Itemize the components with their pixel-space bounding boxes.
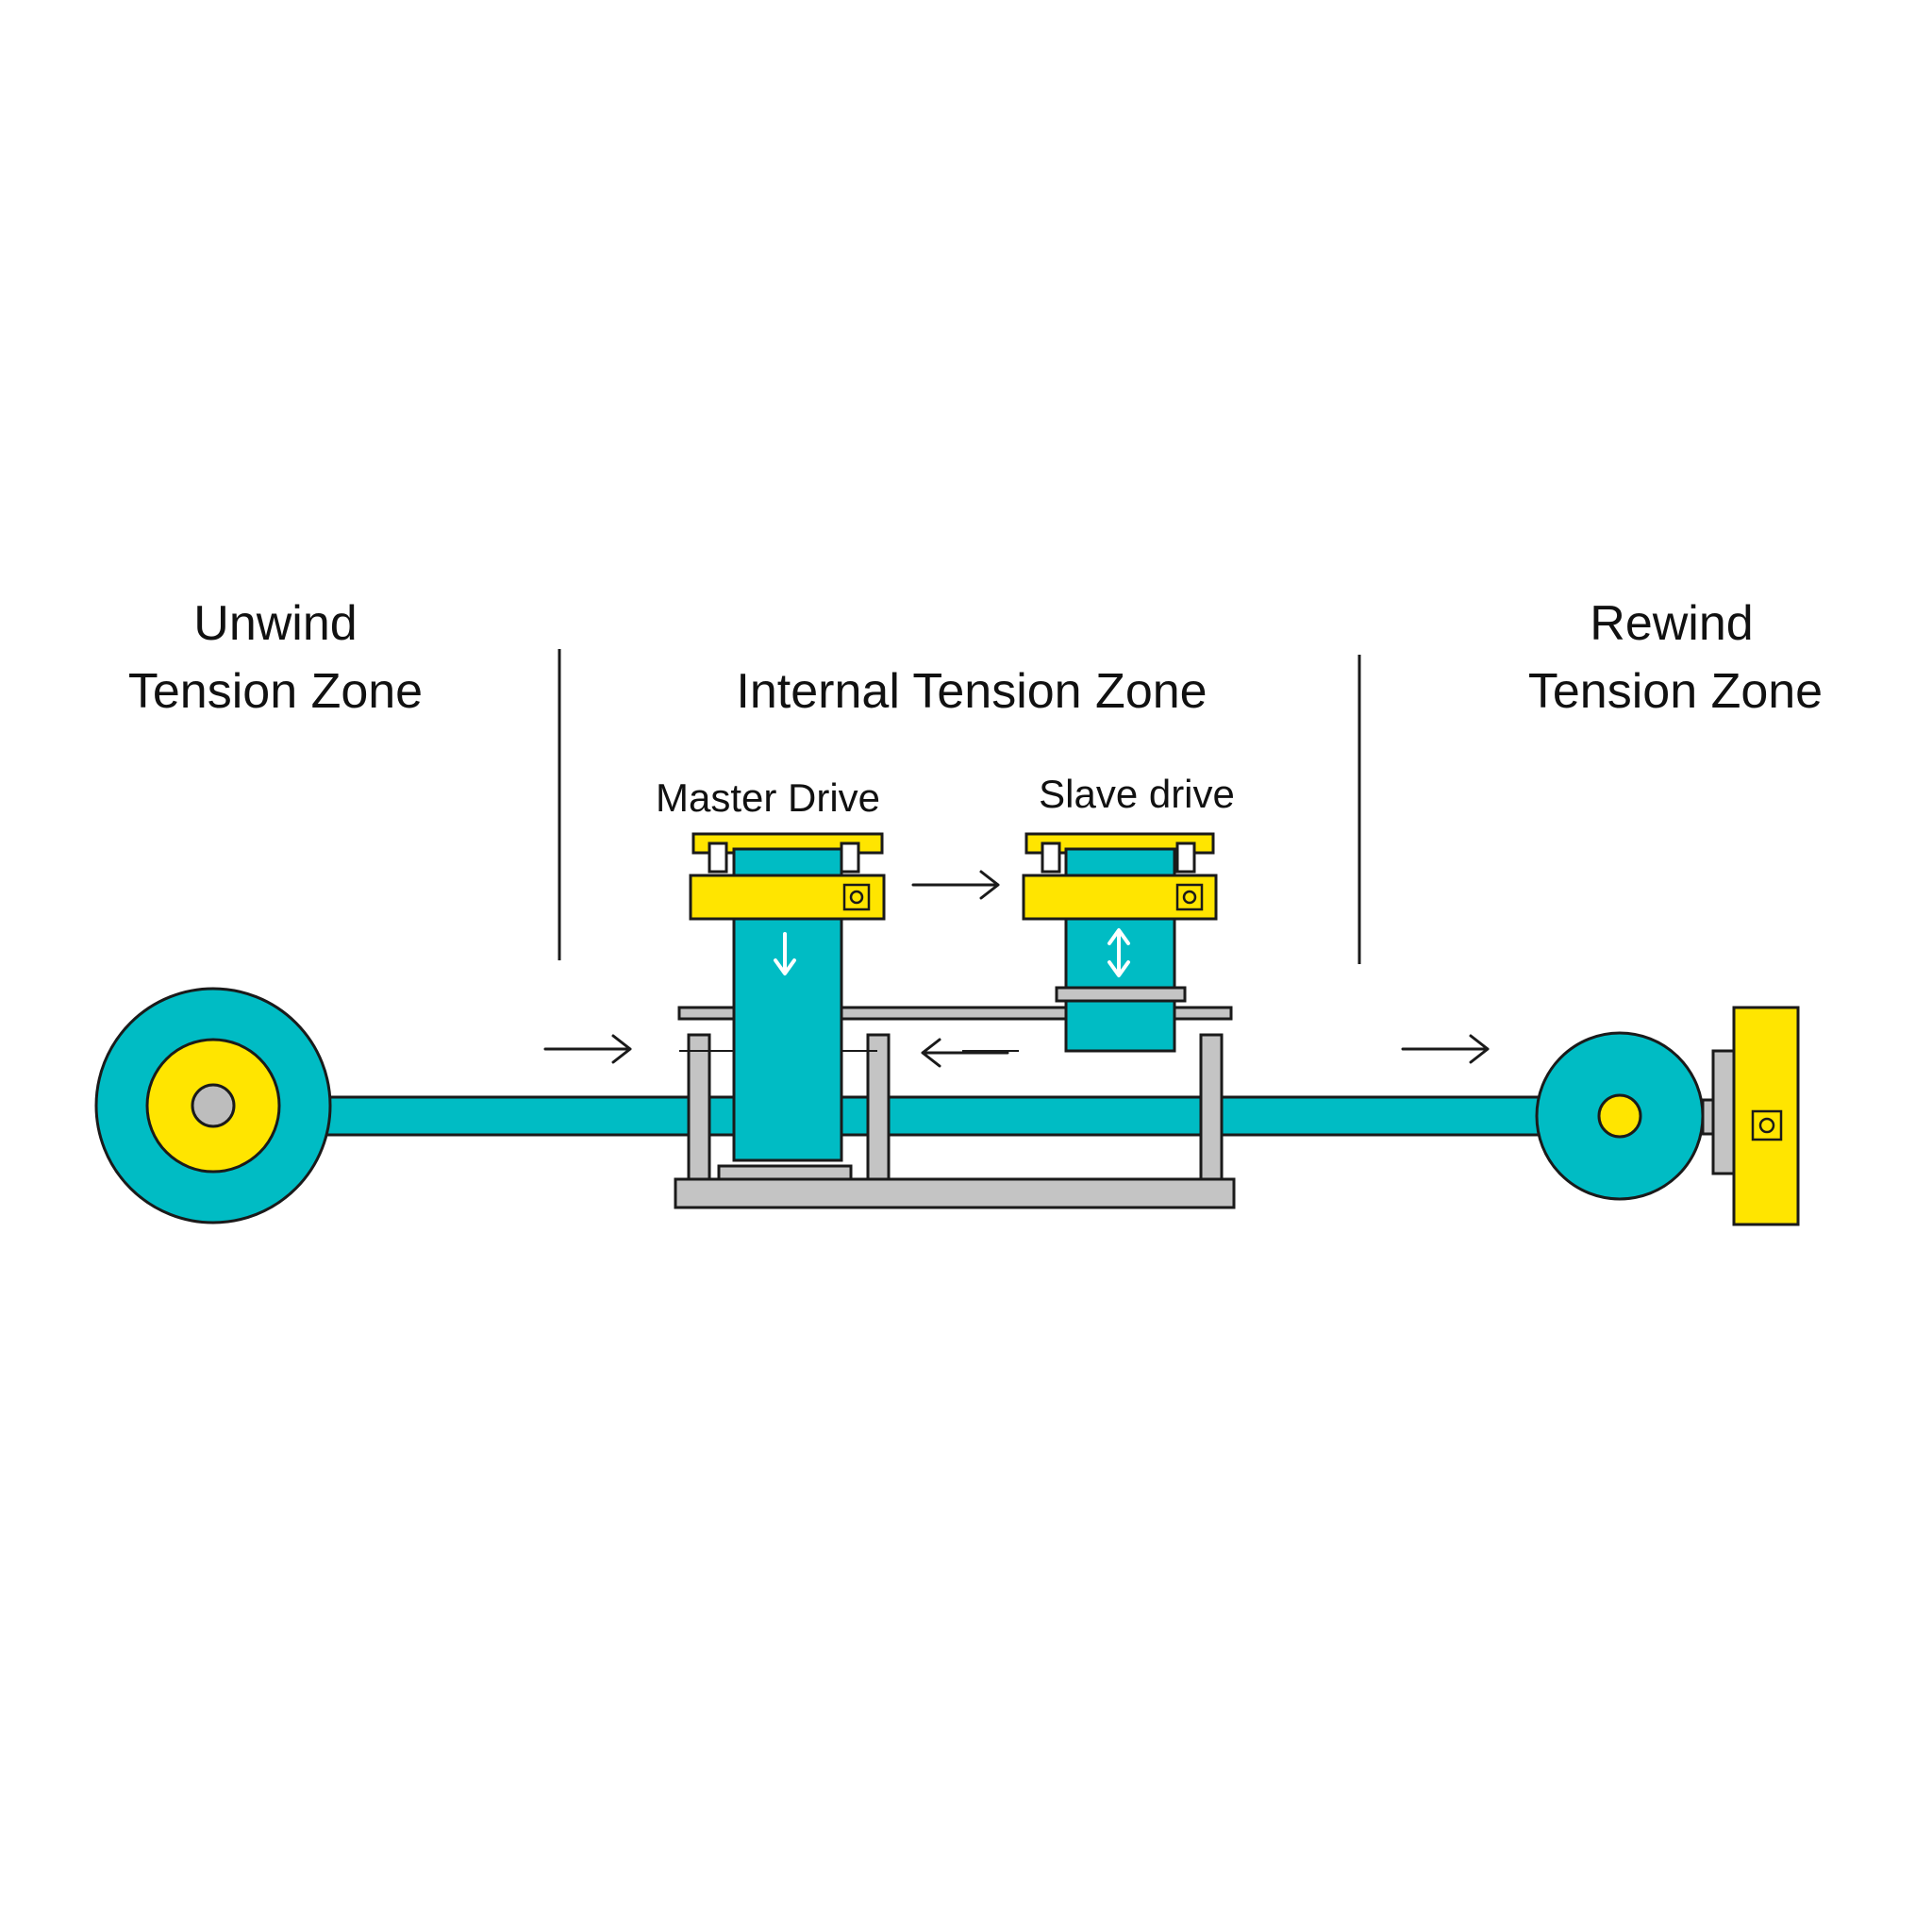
slave-drive-icon <box>1022 832 1218 1053</box>
web-strip <box>319 1095 1624 1137</box>
flow-arrow-icon <box>543 1034 632 1064</box>
unwind-roll-icon <box>94 987 332 1224</box>
internal-zone-title: Internal Tension Zone <box>736 664 1207 719</box>
slave-drive-label: Slave drive <box>1039 772 1235 816</box>
rewind-zone-subtitle: Tension Zone <box>1528 664 1823 719</box>
flow-arrow-icon <box>1401 1034 1490 1064</box>
unwind-zone-subtitle: Tension Zone <box>128 664 423 719</box>
rewind-roll-icon <box>1535 1031 1705 1201</box>
flow-arrow-icon <box>911 870 1000 900</box>
rewind-motor-icon <box>1711 1006 1800 1226</box>
unwind-zone-title: Unwind <box>193 596 357 651</box>
flow-arrow-icon <box>921 1038 1009 1068</box>
rewind-zone-title: Rewind <box>1590 596 1753 651</box>
master-drive-label: Master Drive <box>656 775 880 820</box>
master-drive-icon <box>689 832 886 1181</box>
